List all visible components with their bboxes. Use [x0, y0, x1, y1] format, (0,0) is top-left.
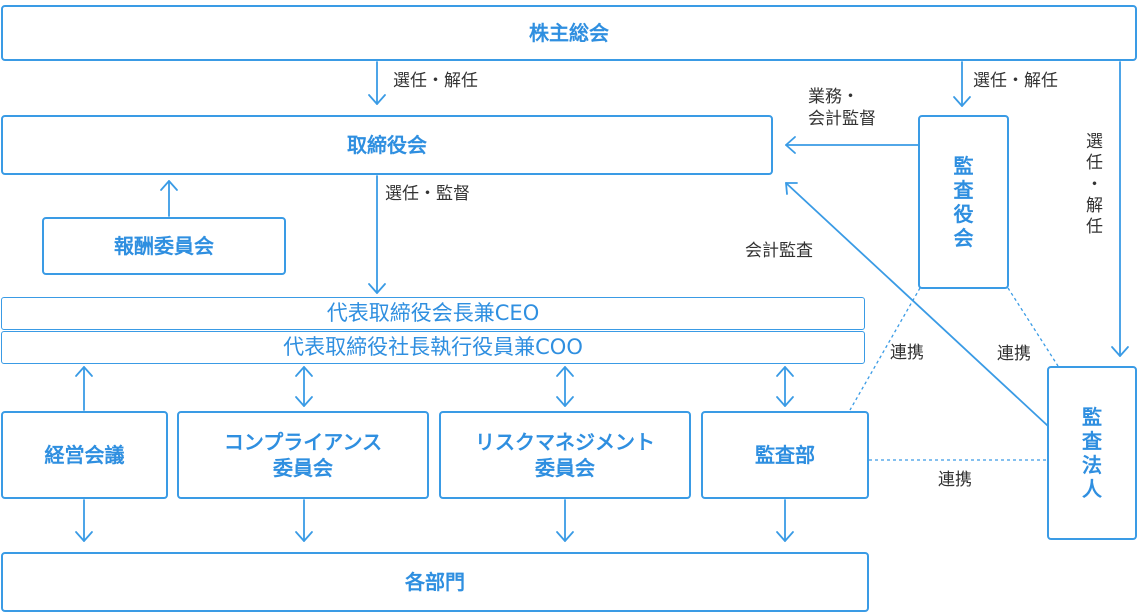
label-vertical-elect-dismiss: 選 任 ・ 解 任 — [1086, 132, 1103, 238]
label-business-audit: 業務・ 会計監督 — [808, 86, 876, 130]
audit-firm-char: 法 — [1082, 453, 1102, 477]
management-meeting-box: 経営会議 — [1, 411, 168, 499]
audit-board-char: 会 — [953, 226, 974, 250]
coo-box: 代表取締役社長執行役員兼COO — [1, 331, 865, 364]
departments-box: 各部門 — [1, 552, 869, 612]
vertical-char: 選 — [1086, 132, 1103, 152]
departments-label: 各部門 — [405, 570, 465, 594]
shareholders-box: 株主総会 — [1, 5, 1137, 61]
audit-firm-label: 監 査 法 人 — [1082, 405, 1102, 501]
audit-firm-char: 監 — [1082, 405, 1102, 429]
risk-label-line1: リスクマネジメント — [475, 430, 655, 454]
label-elect-dismiss-board: 選任・解任 — [393, 71, 478, 91]
internal-audit-label: 監査部 — [755, 443, 815, 467]
label-coop-right: 連携 — [997, 344, 1031, 364]
label-coop-bottom: 連携 — [938, 470, 972, 490]
audit-board-char: 役 — [953, 202, 974, 226]
vertical-char: ・ — [1086, 174, 1103, 195]
audit-firm-char: 人 — [1082, 477, 1102, 501]
label-coop-left: 連携 — [890, 343, 924, 363]
compliance-label-line1: コンプライアンス — [223, 430, 383, 454]
arrow-audit-firm-board — [785, 182, 1049, 427]
label-elect-supervise: 選任・監督 — [385, 184, 470, 204]
compensation-label: 報酬委員会 — [114, 234, 214, 258]
audit-board-char: 監 — [953, 154, 974, 178]
audit-firm-char: 査 — [1082, 429, 1102, 453]
board-label: 取締役会 — [347, 133, 427, 157]
audit-board-box: 監 査 役 会 — [918, 115, 1009, 289]
ceo-label: 代表取締役会長兼CEO — [326, 300, 540, 325]
coo-label: 代表取締役社長執行役員兼COO — [283, 334, 583, 359]
board-box: 取締役会 — [1, 115, 773, 175]
audit-firm-box: 監 査 法 人 — [1047, 366, 1137, 540]
compliance-committee-box: コンプライアンス 委員会 — [177, 411, 429, 499]
audit-board-char: 査 — [953, 178, 974, 202]
risk-label-line2: 委員会 — [535, 456, 595, 480]
vertical-char: 任 — [1086, 153, 1103, 174]
label-business-audit-line1: 業務・ — [808, 87, 859, 107]
label-business-audit-line2: 会計監督 — [808, 109, 876, 130]
compensation-committee-box: 報酬委員会 — [42, 217, 286, 275]
label-accounting-audit: 会計監査 — [745, 241, 813, 261]
vertical-char: 任 — [1086, 217, 1103, 237]
compliance-label-line2: 委員会 — [272, 456, 333, 480]
ceo-box: 代表取締役会長兼CEO — [1, 297, 865, 330]
shareholders-label: 株主総会 — [529, 21, 609, 45]
management-meeting-label: 経営会議 — [44, 443, 125, 467]
risk-committee-box: リスクマネジメント 委員会 — [439, 411, 691, 499]
internal-audit-box: 監査部 — [701, 411, 869, 499]
audit-board-label: 監 査 役 会 — [954, 154, 974, 250]
vertical-char: 解 — [1086, 195, 1103, 216]
label-elect-dismiss-auditor: 選任・解任 — [973, 71, 1058, 91]
